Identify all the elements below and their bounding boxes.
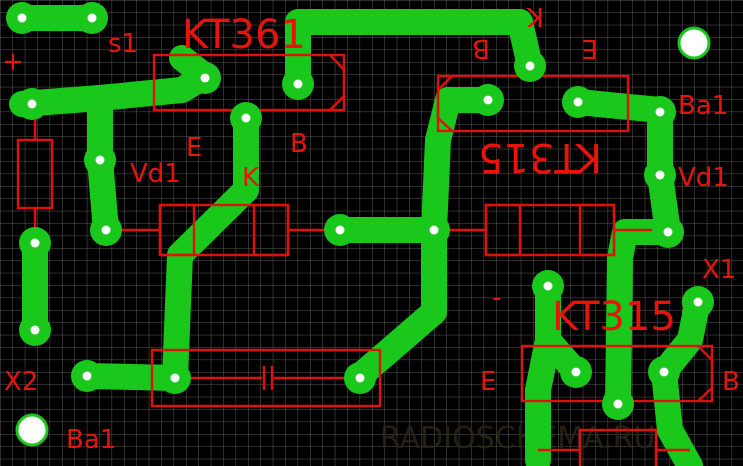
pad bbox=[324, 214, 356, 246]
label-x2: X2 bbox=[4, 367, 38, 397]
label-e-top: E bbox=[582, 33, 598, 63]
pad bbox=[652, 216, 684, 248]
pad bbox=[159, 362, 191, 394]
mounting-hole bbox=[15, 413, 49, 447]
pad bbox=[71, 360, 103, 392]
trace-top-bus bbox=[285, 9, 543, 97]
pad bbox=[602, 388, 634, 420]
kt315-top-bevel bbox=[436, 75, 453, 132]
pad bbox=[682, 286, 714, 318]
pad bbox=[644, 159, 676, 191]
label-kt361: KT361 bbox=[182, 12, 306, 58]
label-x1: X1 bbox=[702, 255, 736, 285]
label-minus: - bbox=[492, 283, 501, 313]
pad bbox=[19, 314, 51, 346]
label-b-bottom: B bbox=[722, 367, 740, 397]
trace-b-bottom bbox=[651, 359, 703, 466]
pad bbox=[230, 102, 262, 134]
pad bbox=[472, 84, 504, 116]
kt361-bevel bbox=[329, 54, 346, 111]
pad bbox=[19, 227, 51, 259]
label-k-left: K bbox=[242, 163, 260, 193]
pad bbox=[90, 214, 122, 246]
pad bbox=[532, 270, 564, 302]
pad bbox=[76, 2, 108, 34]
kt315-bottom-bevel bbox=[697, 345, 714, 402]
trace-right-mid bbox=[605, 219, 681, 417]
label-vd1-left: Vd1 bbox=[130, 159, 181, 189]
label-plus: + bbox=[2, 47, 24, 77]
label-e-bottom: E bbox=[480, 367, 496, 397]
capacitor-outline bbox=[150, 348, 382, 408]
pad bbox=[562, 86, 594, 118]
pad bbox=[282, 68, 314, 100]
pad bbox=[189, 62, 221, 94]
pad bbox=[644, 96, 676, 128]
pad bbox=[16, 88, 48, 120]
trace-k-kt361 bbox=[162, 105, 259, 391]
pads bbox=[6, 2, 714, 420]
mounting-hole bbox=[677, 26, 711, 60]
pad bbox=[344, 362, 376, 394]
label-ba1-right: Ba1 bbox=[678, 91, 728, 121]
pad bbox=[648, 356, 680, 388]
label-b-left: B bbox=[290, 129, 308, 159]
trace-center-vertical bbox=[347, 87, 501, 389]
pad bbox=[84, 144, 116, 176]
pad bbox=[418, 214, 450, 246]
trace-right-top bbox=[565, 89, 681, 245]
trace-minus bbox=[525, 273, 561, 466]
label-k-top: K bbox=[526, 1, 544, 31]
label-s1: s1 bbox=[108, 29, 138, 59]
pad bbox=[514, 50, 546, 82]
label-b-top: B bbox=[472, 33, 490, 63]
label-kt315-mirrored: KT315 bbox=[478, 134, 602, 180]
label-vd1-right: Vd1 bbox=[678, 163, 729, 193]
pad bbox=[6, 2, 38, 34]
label-kt315: KT315 bbox=[552, 294, 676, 340]
label-e-left: E bbox=[186, 133, 202, 163]
pad bbox=[560, 356, 592, 388]
watermark: RADIOSCHEMA.RU bbox=[380, 421, 655, 456]
label-ba1-bottom: Ba1 bbox=[66, 425, 116, 455]
